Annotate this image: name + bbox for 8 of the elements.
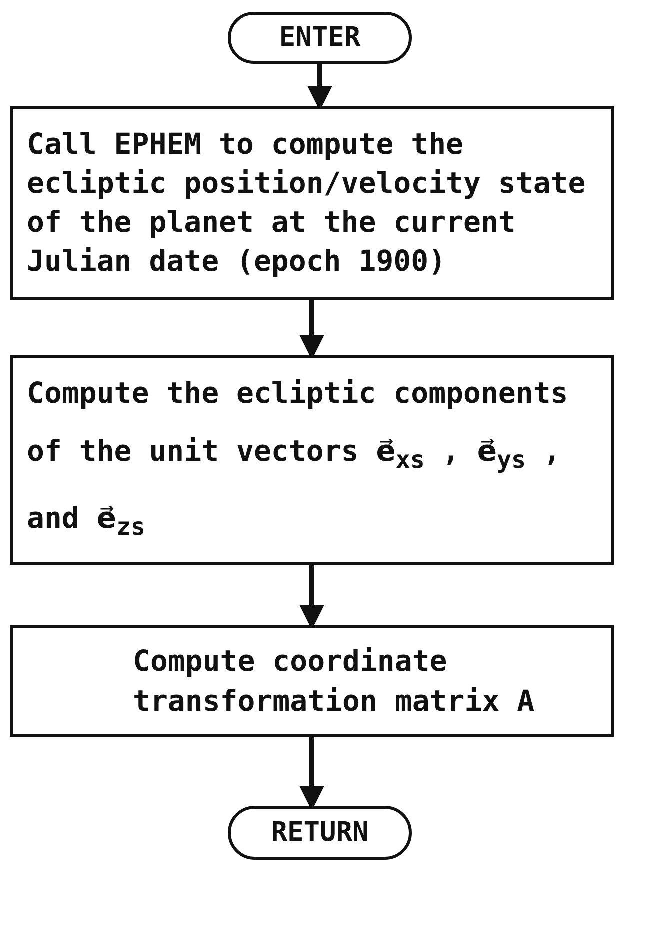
node-text: RETURN	[271, 818, 369, 848]
node-text: Compute coordinate transformation matrix A	[133, 643, 536, 720]
process-box	[10, 106, 614, 300]
process-box	[10, 355, 614, 565]
node-text: Compute the ecliptic components of the unit vectors e⃗$_{xs}$ , e⃗$_{ys}$ , and e⃗$_{zs}$	[27, 375, 570, 543]
process-box	[10, 625, 614, 737]
node-text: ENTER	[279, 23, 361, 53]
node-text: Call EPHEM to compute the ecliptic position/velocity state of the planet at the current Julian date (epoch 1900)	[27, 126, 587, 280]
